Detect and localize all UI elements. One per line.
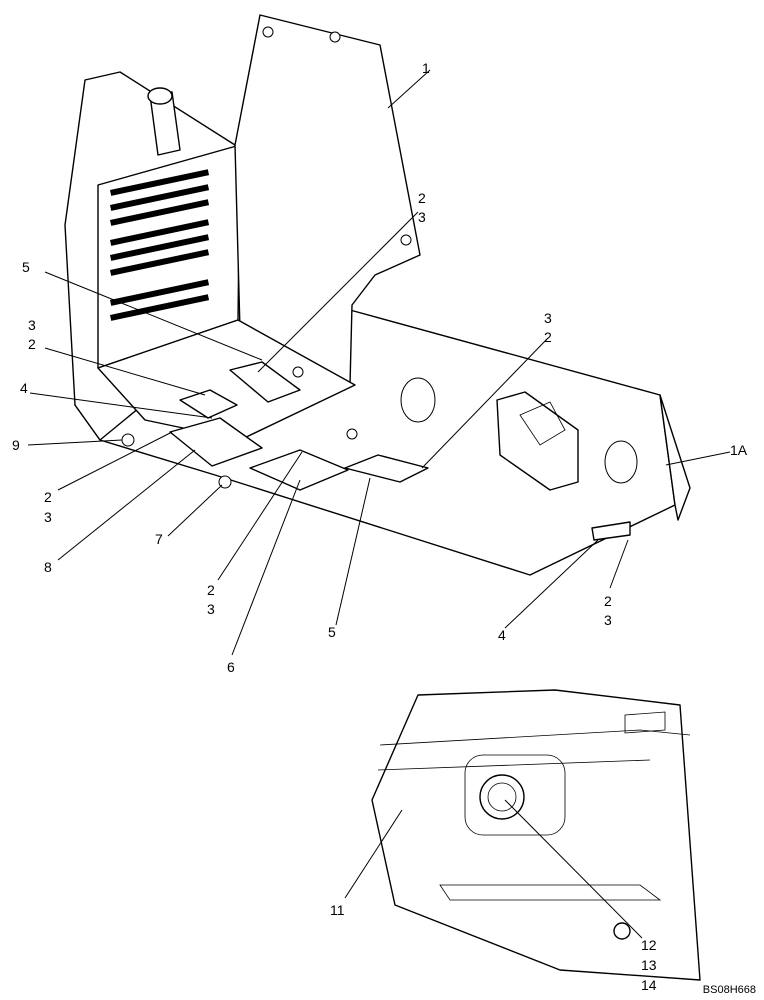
cover-plate-5-lower [344,454,429,483]
callout-4-right: 4 [498,627,506,643]
fender-hole [262,26,274,38]
leader-2-3-center [217,451,303,581]
chassis-assembly [64,14,691,576]
callout-2-lowleft: 2 [44,489,52,505]
callout-2-right-lower: 2 [604,593,612,609]
leader-5-bottom [335,477,371,626]
callout-4-left: 4 [20,380,28,396]
inset-bracket [624,711,666,734]
fender-hole [400,234,412,246]
grommet-9 [121,433,135,447]
leader-3-2-left [44,347,206,396]
leader-1A [665,451,731,466]
inset-detail [371,689,701,981]
callout-8: 8 [44,559,52,575]
grommet [346,428,358,440]
callout-13: 13 [641,957,657,973]
leader-5-left [44,271,263,361]
callout-12: 12 [641,937,657,953]
callout-3-left: 3 [28,317,36,333]
callout-6: 6 [227,659,235,675]
callout-2-right: 2 [544,329,552,345]
inset-lower-lip [439,884,662,901]
pedal-mount-opening [519,401,566,446]
leader-4-left [29,392,213,419]
callout-14: 14 [641,977,657,993]
fill-plug-inner [487,782,517,812]
leader-12-13-14 [504,799,643,939]
callout-2-upper: 2 [418,190,426,206]
callout-5-left: 5 [22,259,30,275]
grille-slots [109,169,210,321]
callout-3-right: 3 [544,310,552,326]
exhaust-cap [147,87,173,105]
callout-2-left: 2 [28,336,36,352]
callout-1A: 1A [730,442,748,458]
grommet [292,366,304,378]
callout-3-upper: 3 [418,209,426,225]
leader-9 [27,439,123,446]
callout-9: 9 [12,437,20,453]
fender-hole [329,31,341,43]
leader-8 [57,449,196,561]
right-side-wall [659,394,691,521]
inset-edge [379,729,691,746]
inset-recess [464,754,566,836]
leader-4-right [504,539,599,629]
leader-2-3-upper [257,211,419,373]
callout-1: 1 [422,60,430,76]
callout-3-right-lower: 3 [604,612,612,628]
figure-code: BS08H668 [702,984,756,996]
leader-7 [167,484,223,537]
cover-plate-8 [169,417,263,467]
inset-edge [377,759,651,771]
leader-11 [344,809,403,899]
leader-3-2-right [421,337,549,469]
floor-hole [400,377,436,423]
leader-2-3-lowleft [57,431,173,491]
front-step [97,319,356,441]
callout-7: 7 [155,531,163,547]
floor-hole [604,440,638,484]
fender-panel [234,14,421,386]
leader-2-3-right [609,539,629,589]
callout-labels: 1 2 3 5 3 2 4 9 2 3 8 7 2 3 6 5 3 2 1A 4… [12,60,748,993]
leader-1 [387,69,431,109]
cover-plate-5-upper [229,361,301,403]
cover-plate-4-right [591,521,631,541]
callout-2-center: 2 [207,582,215,598]
cover-plate-6 [249,449,349,491]
leader-lines [27,69,731,939]
callout-3-lowleft: 3 [44,509,52,525]
drain-bolt [613,922,631,940]
callout-3-center: 3 [207,601,215,617]
callout-5-bottom: 5 [328,624,336,640]
leader-6 [231,479,301,656]
callout-11: 11 [330,902,345,918]
